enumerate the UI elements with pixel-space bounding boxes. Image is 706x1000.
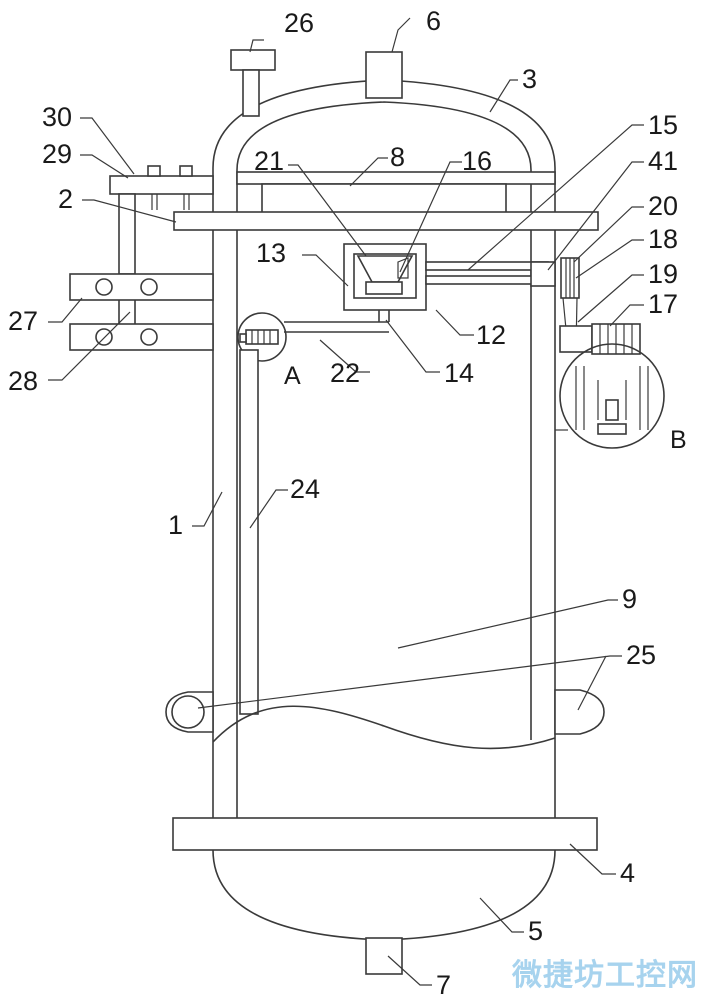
label-13: 13 [256,238,286,268]
side-port-right [554,689,605,735]
outlet-7 [365,937,403,975]
label-9: 9 [622,584,637,614]
label-25: 25 [626,640,656,670]
bottom-head-5 [212,849,556,941]
label-18: 18 [648,224,678,254]
label-21: 21 [254,146,284,176]
label-1: 1 [168,510,183,540]
label-7: 7 [436,970,451,1000]
label-6: 6 [426,6,441,36]
label-27: 27 [8,306,38,336]
shaft-15 [425,261,549,285]
motor-17 [559,323,641,355]
liquid-surface [212,705,556,750]
label-2: 2 [58,184,73,214]
clamp-28 [69,300,214,351]
label-30: 30 [42,102,72,132]
hopper-13 [343,243,427,311]
label-20: 20 [648,191,678,221]
label-41: 41 [648,146,678,176]
top-nozzle-6 [365,51,403,99]
label-16: 16 [462,146,492,176]
side-port-left [165,691,214,733]
label-14: 14 [444,358,474,388]
part-labels: 26 6 3 30 29 2 21 8 16 15 41 20 18 19 17… [8,6,687,1000]
bracket-2 [173,211,599,231]
label-26: 26 [284,8,314,38]
label-24: 24 [290,474,320,504]
label-19: 19 [648,259,678,289]
detail-circle-a [237,312,287,362]
leader-lines [48,17,644,986]
label-17: 17 [648,289,678,319]
clamp-27 [69,273,214,301]
label-detail-a: A [284,362,301,390]
label-5: 5 [528,916,543,946]
label-15: 15 [648,110,678,140]
label-3: 3 [522,64,537,94]
nozzle-26 [230,49,276,117]
rail-24 [239,349,259,715]
label-22: 22 [330,358,360,388]
label-29: 29 [42,139,72,169]
watermark-text: 微捷坊工控网 [512,958,698,993]
detail-circle-b [555,343,665,449]
label-4: 4 [620,858,635,888]
rod-22 [284,310,390,333]
label-12: 12 [476,320,506,350]
label-detail-b: B [670,426,687,454]
label-28: 28 [8,366,38,396]
mount-29-30 [109,165,214,275]
pulley-20 [560,257,580,299]
label-8: 8 [390,142,405,172]
flange-4 [172,817,598,851]
